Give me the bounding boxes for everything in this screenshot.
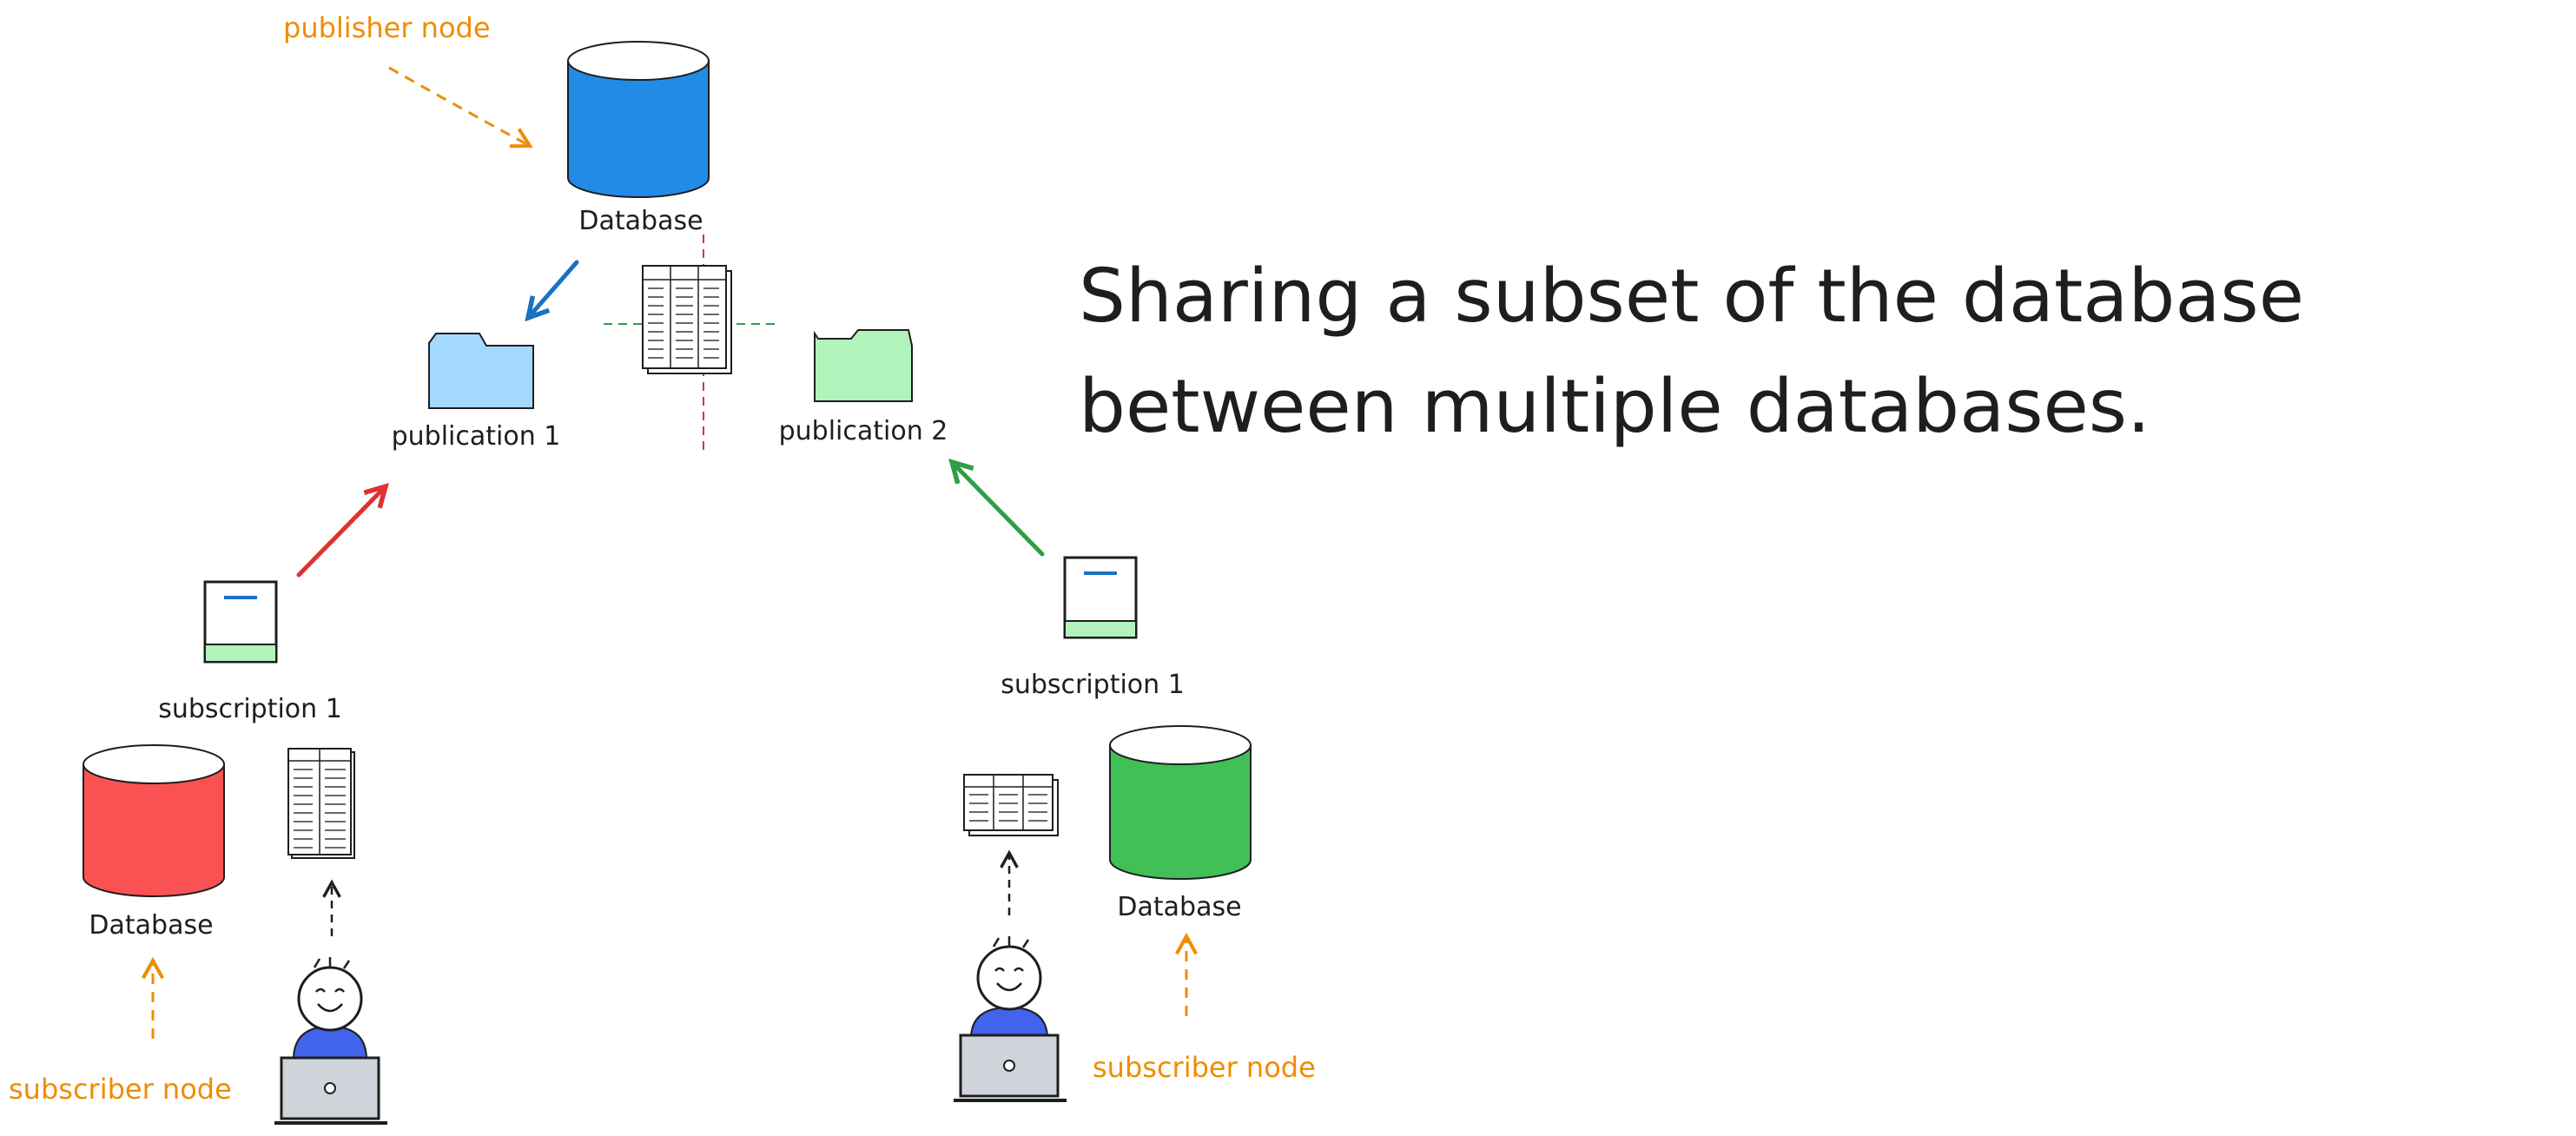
publication-1-folder-icon xyxy=(428,333,534,409)
publication-1-arrow xyxy=(528,260,579,318)
publisher-node-arrow xyxy=(388,66,533,149)
publisher-table-icon xyxy=(642,265,732,374)
right-database-icon xyxy=(1109,725,1252,880)
subscription-left-label: subscription 1 xyxy=(158,694,342,724)
right-database-label: Database xyxy=(1117,892,1241,922)
publication-2-label: publication 2 xyxy=(779,416,948,446)
left-database-label: Database xyxy=(89,910,213,941)
left-database-icon xyxy=(83,744,225,897)
left-table-icon xyxy=(287,748,355,859)
right-laptop-icon xyxy=(954,1034,1067,1102)
left-person-icon xyxy=(292,957,368,1060)
subscription-right-label: subscription 1 xyxy=(1001,670,1185,700)
right-table-icon xyxy=(963,774,1059,836)
right-person-icon xyxy=(969,936,1049,1040)
subscriber-node-right-label: subscriber node xyxy=(1093,1051,1316,1084)
subscription-right-arrow xyxy=(952,462,1045,557)
publisher-database-label: Database xyxy=(578,206,703,236)
headline-line-1: Sharing a subset of the database xyxy=(1079,254,2304,340)
publisher-node-label: publisher node xyxy=(283,11,491,44)
subscriber-node-left-label: subscriber node xyxy=(9,1073,232,1106)
subscription-left-card-icon xyxy=(203,580,278,664)
subscription-right-card-icon xyxy=(1063,556,1138,639)
headline-line-2: between multiple databases. xyxy=(1079,364,2150,450)
publication-2-folder-icon xyxy=(814,329,913,402)
publication-1-label: publication 1 xyxy=(392,421,561,452)
subscription-left-arrow xyxy=(296,486,386,578)
left-laptop-icon xyxy=(274,1056,387,1125)
publisher-database-icon xyxy=(567,41,710,198)
